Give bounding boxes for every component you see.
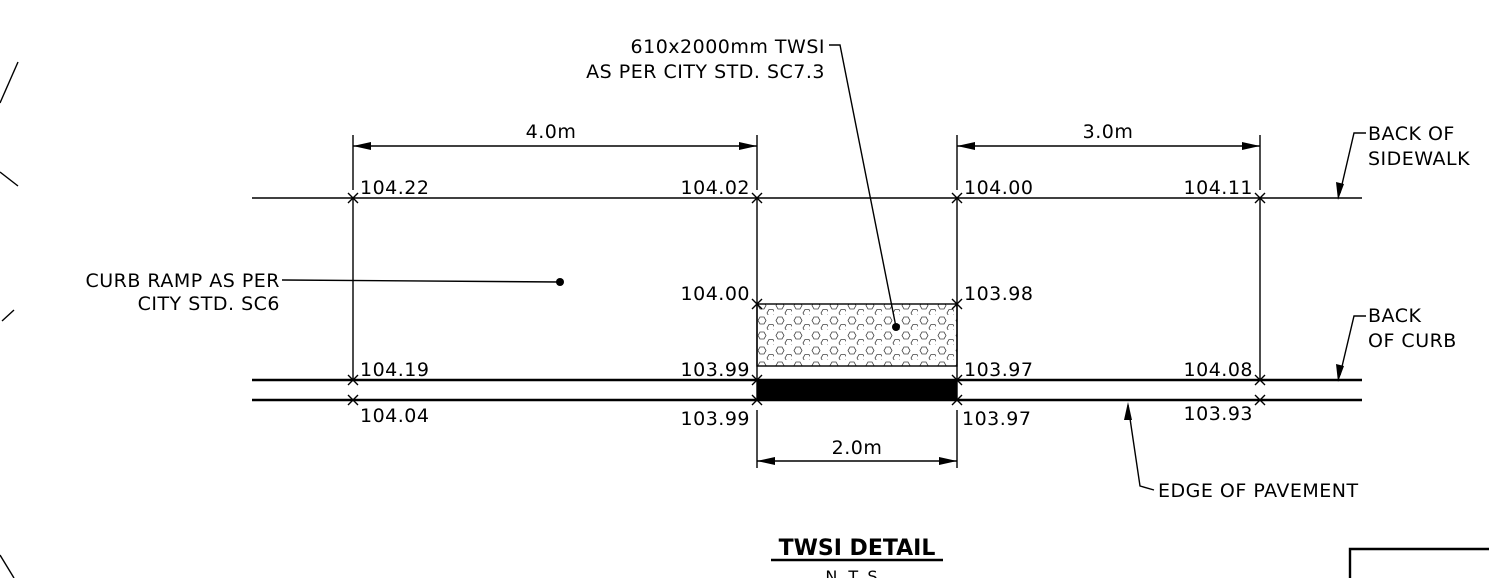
back-of-curb-line1: BACK: [1368, 305, 1421, 327]
back-of-sidewalk-callout: BACK OF SIDEWALK: [1336, 123, 1470, 200]
marker: [951, 298, 963, 310]
drawing-subtitle: N.T.S.: [825, 567, 888, 578]
dimension-right-label: 3.0m: [1083, 121, 1134, 143]
marker: [751, 374, 763, 386]
elevation-sidewalk-mid-left: 104.02: [681, 177, 750, 199]
marker: [751, 192, 763, 204]
elevation-sidewalk-left: 104.22: [360, 177, 429, 199]
twsi-callout: 610x2000mm TWSI AS PER CITY STD. SC7.3: [586, 36, 900, 331]
drawing-title-block: TWSI DETAIL N.T.S.: [771, 536, 943, 578]
marker: [751, 298, 763, 310]
marker: [347, 192, 359, 204]
curb-ramp-line1: CURB RAMP AS PER: [85, 270, 280, 292]
depressed-curb: [757, 380, 957, 400]
marker: [951, 394, 963, 406]
back-of-curb-line2: OF CURB: [1368, 330, 1457, 352]
marker: [347, 394, 359, 406]
dimension-left-label: 4.0m: [526, 121, 577, 143]
drawing-title: TWSI DETAIL: [779, 536, 936, 561]
edge-of-pavement-label: EDGE OF PAVEMENT: [1158, 480, 1359, 502]
dimension-right: 3.0m: [956, 121, 1261, 190]
curb-ramp-line2: CITY STD. SC6: [138, 293, 280, 315]
marker: [347, 374, 359, 386]
back-of-sidewalk-line2: SIDEWALK: [1368, 148, 1470, 170]
twsi-note-line2: AS PER CITY STD. SC7.3: [586, 61, 825, 83]
marker: [951, 374, 963, 386]
elevation-pavement-left: 104.04: [360, 405, 429, 427]
elevation-sidewalk-mid-right: 104.00: [964, 177, 1033, 199]
elevation-pavement-mid-left: 103.99: [681, 408, 750, 430]
elevation-twsi-top-left: 104.00: [681, 283, 750, 305]
title-block-corner: [1348, 547, 1489, 578]
elevation-curb-mid-right: 103.97: [964, 359, 1033, 381]
edge-of-pavement-callout: EDGE OF PAVEMENT: [1124, 402, 1359, 502]
twsi-pad: [756, 303, 958, 367]
marker: [1254, 374, 1266, 386]
marker: [1254, 394, 1266, 406]
elevation-markers: [347, 192, 1266, 406]
twsi-note-line1: 610x2000mm TWSI: [631, 36, 825, 58]
elevation-sidewalk-right: 104.11: [1184, 177, 1253, 199]
marker: [751, 394, 763, 406]
elevation-curb-left: 104.19: [360, 359, 429, 381]
marker: [951, 192, 963, 204]
elevation-pavement-right: 103.93: [1184, 403, 1253, 425]
adjacent-linework-left: [0, 61, 19, 578]
elevation-twsi-top-right: 103.98: [964, 283, 1033, 305]
marker: [1254, 192, 1266, 204]
elevation-curb-right: 104.08: [1184, 359, 1253, 381]
dimension-twsi-label: 2.0m: [832, 437, 883, 459]
elevation-pavement-mid-right: 103.97: [962, 408, 1031, 430]
back-of-curb-callout: BACK OF CURB: [1336, 305, 1457, 382]
dimension-left: 4.0m: [352, 121, 758, 190]
curb-ramp-callout: CURB RAMP AS PER CITY STD. SC6: [85, 270, 564, 315]
elevation-curb-mid-left: 103.99: [681, 359, 750, 381]
back-of-sidewalk-line1: BACK OF: [1368, 123, 1455, 145]
dimension-twsi: 2.0m: [756, 410, 958, 468]
